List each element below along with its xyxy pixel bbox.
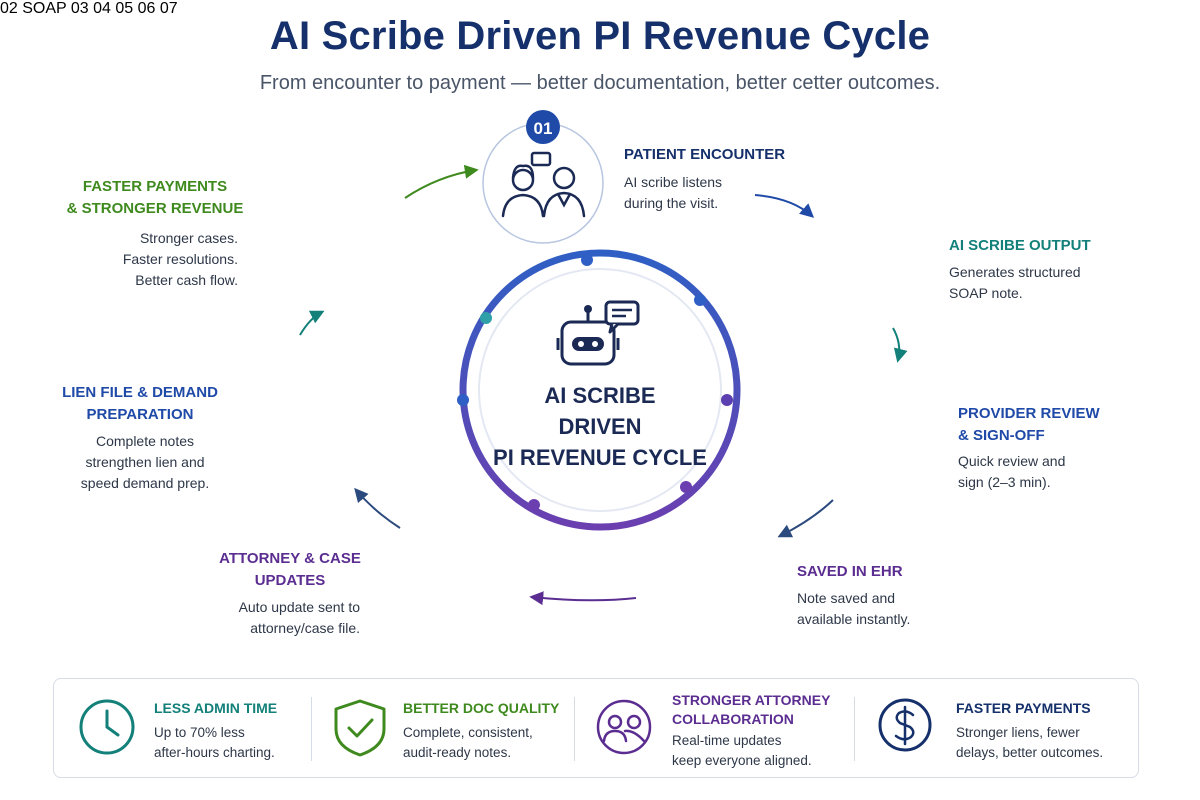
step-03-title-line: & SIGN-OFF	[958, 427, 1045, 444]
step-06-desc-line: Complete notes	[95, 433, 195, 449]
step-05-desc-line: attorney/case file.	[250, 620, 360, 636]
step-04-desc-line: available instantly.	[797, 611, 911, 627]
step-06: 06	[138, 0, 160, 17]
benefit-3-title-line: STRONGER ATTORNEY	[672, 692, 831, 708]
divider	[854, 697, 855, 761]
step-04-title: SAVED IN EHR	[797, 563, 903, 580]
step-03-desc-line: Quick review and	[958, 453, 1066, 469]
step-07-title: FASTER PAYMENTS & STRONGER REVENUE	[55, 176, 255, 220]
divider	[574, 697, 575, 761]
step-04-desc: Note saved and available instantly.	[797, 588, 910, 630]
step-02-title: AI SCRIBE OUTPUT	[949, 237, 1091, 254]
benefit-2-desc-line: Complete, consistent,	[403, 725, 533, 740]
step-05: 05	[115, 0, 137, 17]
benefit-2-title: BETTER DOC QUALITY	[403, 700, 560, 716]
benefit-4-desc: Stronger liens, fewer delays, better out…	[956, 723, 1103, 763]
divider	[311, 697, 312, 761]
step-05-desc: Auto update sent to attorney/case file.	[200, 597, 360, 639]
page-subtitle: From encounter to payment — better docum…	[259, 72, 941, 94]
step-07: 07	[160, 0, 178, 17]
step-03-desc: Quick review and sign (2–3 min).	[958, 451, 1065, 493]
benefit-4-desc-line: Stronger liens, fewer	[956, 725, 1080, 740]
robot-chat-icon	[556, 300, 640, 366]
benefit-3-title: STRONGER ATTORNEY COLLABORATION	[672, 691, 830, 729]
step-06-title: LIEN FILE & DEMAND PREPARATION	[40, 382, 240, 426]
arrow-06-to-07	[299, 310, 325, 336]
benefit-1-desc-line: after-hours charting.	[154, 745, 275, 760]
step-04: 04	[93, 0, 115, 17]
step-07-title-line: FASTER PAYMENTS	[82, 178, 228, 195]
step-07-desc: Stronger cases. Faster resolutions. Bett…	[80, 228, 238, 291]
step-07-desc-line: Better cash flow.	[135, 272, 238, 288]
step-02-desc-line: SOAP note.	[949, 285, 1023, 301]
arrow-03-to-04	[777, 499, 834, 538]
step-01-number: 01	[534, 119, 553, 138]
arrow-05-to-06	[354, 487, 401, 529]
benefit-1-desc: Up to 70% less after-hours charting.	[154, 723, 275, 763]
arrow-07-to-01	[404, 164, 479, 199]
arrow-01-to-02	[754, 194, 815, 218]
hub-line-2: DRIVEN	[558, 414, 642, 439]
clock-icon	[79, 699, 135, 755]
benefit-3-desc-line: keep everyone aligned.	[672, 753, 812, 768]
benefit-3-title-line: COLLABORATION	[672, 711, 794, 727]
benefit-icons	[79, 698, 932, 757]
arrow-04-to-05	[529, 591, 637, 606]
soap-label: SOAP	[22, 0, 67, 17]
benefits-panel: LESS ADMIN TIME Up to 70% less after-hou…	[53, 678, 1139, 778]
benefit-1-title: LESS ADMIN TIME	[154, 700, 278, 716]
shield-check-icon	[334, 699, 386, 757]
step-02: 02 SOAP	[0, 0, 71, 17]
page-title: AI Scribe Driven PI Revenue Cycle	[269, 14, 931, 58]
step-03-title-line: PROVIDER REVIEW	[958, 405, 1100, 422]
step-06-desc-line: speed demand prep.	[80, 475, 210, 491]
step-01: 01	[482, 110, 604, 244]
hub-label: AI SCRIBE DRIVEN PI REVENUE CYCLE	[470, 380, 730, 473]
step-01-title: PATIENT ENCOUNTER	[624, 146, 786, 163]
benefit-4-desc-line: delays, better outcomes.	[956, 745, 1104, 760]
benefit-3-desc: Real-time updates keep everyone aligned.	[672, 731, 812, 771]
arrow-02-to-03	[892, 327, 908, 363]
step-02-number: 02	[0, 0, 18, 17]
hub-line-3: PI REVENUE CYCLE	[493, 445, 707, 470]
step-06-title-line: PREPARATION	[86, 406, 194, 423]
step-05-desc-line: Auto update sent to	[238, 599, 360, 615]
step-05-title-line: ATTORNEY & CASE	[219, 550, 361, 567]
step-05-title: ATTORNEY & CASE UPDATES	[200, 548, 380, 592]
step-02-desc-line: Generates structured	[949, 264, 1081, 280]
dollar-coin-icon	[878, 698, 932, 752]
step-06-title-line: LIEN FILE & DEMAND	[62, 384, 218, 401]
step-07-desc-line: Stronger cases.	[139, 230, 238, 246]
step-01-desc: AI scribe listens during the visit.	[624, 172, 722, 214]
benefit-3-desc-line: Real-time updates	[672, 733, 782, 748]
step-05-number: 05	[115, 0, 134, 17]
step-07-number: 07	[159, 0, 178, 17]
step-05-title-line: UPDATES	[254, 572, 326, 589]
step-04-number: 04	[93, 0, 111, 17]
step-01-desc-line: AI scribe listens	[624, 174, 723, 190]
benefit-2-desc: Complete, consistent, audit-ready notes.	[403, 723, 533, 763]
step-06-number: 06	[137, 0, 156, 17]
people-group-icon	[596, 699, 652, 755]
step-02-desc: Generates structured SOAP note.	[949, 262, 1081, 304]
step-04-desc-line: Note saved and	[797, 590, 896, 606]
step-06-desc-line: strengthen lien and	[85, 454, 205, 470]
hub	[457, 249, 741, 531]
doctor-patient-icon	[501, 151, 586, 218]
step-03-number: 03	[70, 0, 89, 17]
step-01-desc-line: during the visit.	[624, 195, 719, 211]
benefit-2-desc-line: audit-ready notes.	[403, 745, 512, 760]
step-03: 03	[71, 0, 93, 17]
step-03-title: PROVIDER REVIEW & SIGN-OFF	[958, 403, 1100, 447]
step-06-desc: Complete notes strengthen lien and speed…	[60, 431, 230, 494]
step-07-desc-line: Faster resolutions.	[122, 251, 238, 267]
hub-line-1: AI SCRIBE	[544, 383, 656, 408]
step-03-desc-line: sign (2–3 min).	[958, 474, 1051, 490]
benefit-4-title: FASTER PAYMENTS	[956, 700, 1091, 716]
benefit-1-desc-line: Up to 70% less	[154, 725, 245, 740]
step-07-title-line: & STRONGER REVENUE	[66, 200, 244, 217]
